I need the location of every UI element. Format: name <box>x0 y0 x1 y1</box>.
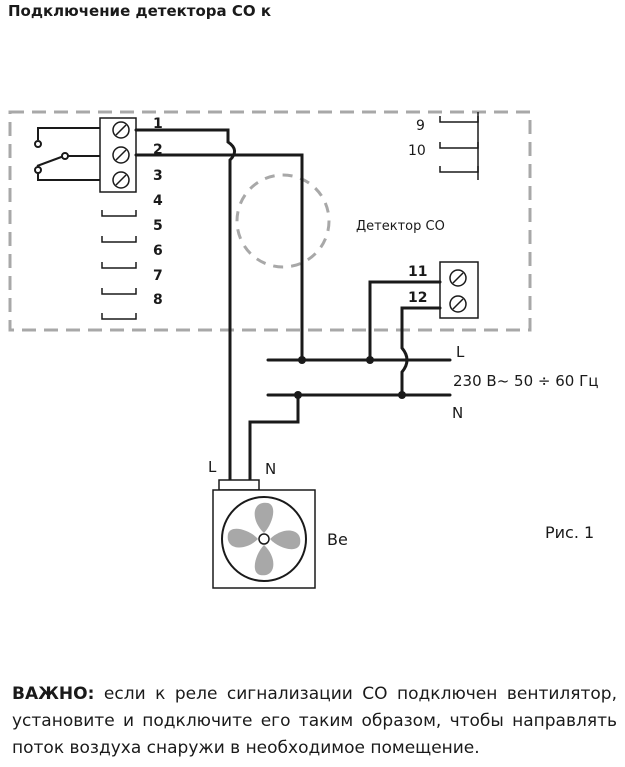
fan-name: Ве <box>327 530 348 549</box>
terminal-label: 8 <box>153 292 163 308</box>
terminal-label: 2 <box>153 142 163 158</box>
fan-label-n: N <box>265 460 276 478</box>
detector-label: Детектор CO <box>356 219 445 234</box>
terminal-label: 12 <box>408 290 427 306</box>
note-text: если к реле сигнализации CO подключен ве… <box>12 684 617 758</box>
important-note: ВАЖНО: если к реле сигнализации CO подкл… <box>12 681 617 762</box>
terminal-label: 10 <box>408 143 426 159</box>
wiring-diagram: Детектор CO 1 2 3 4 5 6 7 8 <box>8 110 598 589</box>
terminal-label: 11 <box>408 264 427 280</box>
line-label: L <box>456 343 465 361</box>
neutral-label: N <box>452 404 463 422</box>
terminal-empty-left <box>101 210 137 320</box>
supply-label: 230 В~ 50 ÷ 60 Гц <box>453 372 598 390</box>
page-title: Подключение детектора CO к <box>8 2 272 20</box>
note-lead: ВАЖНО: <box>12 684 95 704</box>
terminal-label: 4 <box>153 193 163 209</box>
terminal-block-left <box>99 117 137 193</box>
fan-label-l: L <box>208 458 217 476</box>
terminal-label: 7 <box>153 268 163 284</box>
terminal-label: 3 <box>153 168 163 184</box>
terminal-label: 9 <box>416 118 425 134</box>
sensor-circle <box>235 173 331 269</box>
detector-housing <box>8 110 532 332</box>
terminal-empty-right <box>439 112 479 180</box>
wires <box>134 128 452 482</box>
terminal-label: 6 <box>153 243 163 259</box>
fan-icon <box>212 479 316 589</box>
relay-switch-icon <box>34 127 100 181</box>
terminal-block-right <box>439 261 479 319</box>
terminal-label: 1 <box>153 116 163 132</box>
terminal-label: 5 <box>153 218 163 234</box>
junction-dots <box>294 356 406 399</box>
figure-label: Рис. 1 <box>545 523 594 542</box>
